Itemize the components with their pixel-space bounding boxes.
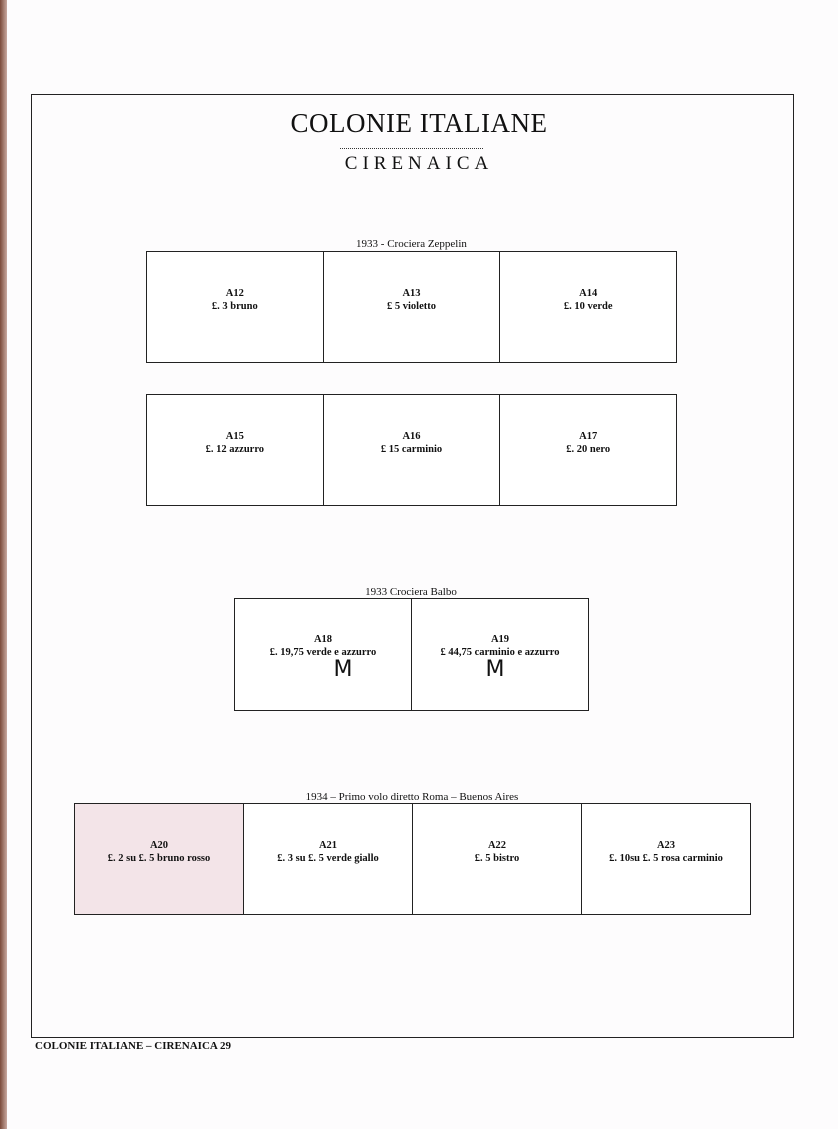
stamp-code: A23 (656, 840, 676, 851)
stamp-code: A13 (402, 288, 421, 299)
stamp-slot-a16: A16 £ 15 carminio (324, 395, 501, 505)
stamp-code: A16 (402, 431, 421, 442)
stamp-desc: £. 12 azzurro (205, 444, 265, 455)
stamp-slot-a21: A21 £. 3 su £. 5 verde giallo (244, 804, 413, 914)
stamp-desc: £. 20 nero (566, 444, 611, 455)
stamp-desc: £. 10 verde (563, 301, 613, 312)
stamp-slot-a15: A15 £. 12 azzurro (147, 395, 324, 505)
stamp-row-zeppelin-1: A12 £. 3 bruno A13 £ 5 violetto A14 £. 10 v… (146, 251, 677, 363)
page-footer: COLONIE ITALIANE – CIRENAICA 29 (35, 1040, 231, 1052)
page-subtitle: CIRENAICA (344, 153, 494, 174)
stamp-desc: £. 10su £. 5 rosa carminio (609, 853, 723, 864)
stamp-code: A15 (225, 431, 244, 442)
stamp-desc: £. 3 bruno (211, 301, 258, 312)
stamp-slot-a23: A23 £. 10su £. 5 rosa carminio (582, 804, 750, 914)
stamp-code: A12 (225, 288, 244, 299)
stamp-slot-a20: A20 £. 2 su £. 5 bruno rosso (75, 804, 244, 914)
stamp-desc: £. 5 bistro (474, 853, 520, 864)
stamp-row-roma-buenos-aires: A20 £. 2 su £. 5 bruno rosso A21 £. 3 su £… (74, 803, 751, 915)
stamp-slot-a13: A13 £ 5 violetto (324, 252, 501, 362)
stamp-slot-a17: A17 £. 20 nero (500, 395, 676, 505)
section-label-roma-buenos-aires: 1934 – Primo volo diretto Roma – Buenos … (305, 791, 519, 803)
stamp-desc: £. 3 su £. 5 verde giallo (277, 853, 379, 864)
title-divider (340, 148, 483, 149)
stamp-code: A19 (490, 633, 510, 645)
stamp-slot-a22: A22 £. 5 bistro (413, 804, 582, 914)
stamp-desc: £ 5 violetto (387, 301, 436, 312)
scan-edge (0, 0, 7, 1129)
stamp-code: A21 (318, 840, 338, 851)
page-frame (31, 94, 794, 1038)
stamp-desc: £. 2 su £. 5 bruno rosso (107, 853, 211, 864)
page-title: COLONIE ITALIANE (290, 108, 548, 138)
section-label-balbo: 1933 Crociera Balbo (365, 586, 457, 598)
stamp-slot-a14: A14 £. 10 verde (500, 252, 676, 362)
stamp-code: A22 (487, 840, 507, 851)
stamp-slot-a12: A12 £. 3 bruno (147, 252, 324, 362)
stamp-row-zeppelin-2: A15 £. 12 azzurro A16 £ 15 carminio A17 £. … (146, 394, 677, 506)
section-label-zeppelin: 1933 - Crociera Zeppelin (356, 238, 467, 250)
stamp-desc: £ 15 carminio (380, 444, 443, 455)
stamp-code: A18 (313, 633, 333, 645)
stamp-code: A20 (149, 840, 169, 851)
stamp-desc: £ 44,75 carminio e azzurro (440, 646, 560, 658)
stamp-code: A17 (579, 431, 598, 442)
stamp-desc: £. 19,75 verde e azzurro (269, 646, 377, 658)
stamp-code: A14 (579, 288, 598, 299)
